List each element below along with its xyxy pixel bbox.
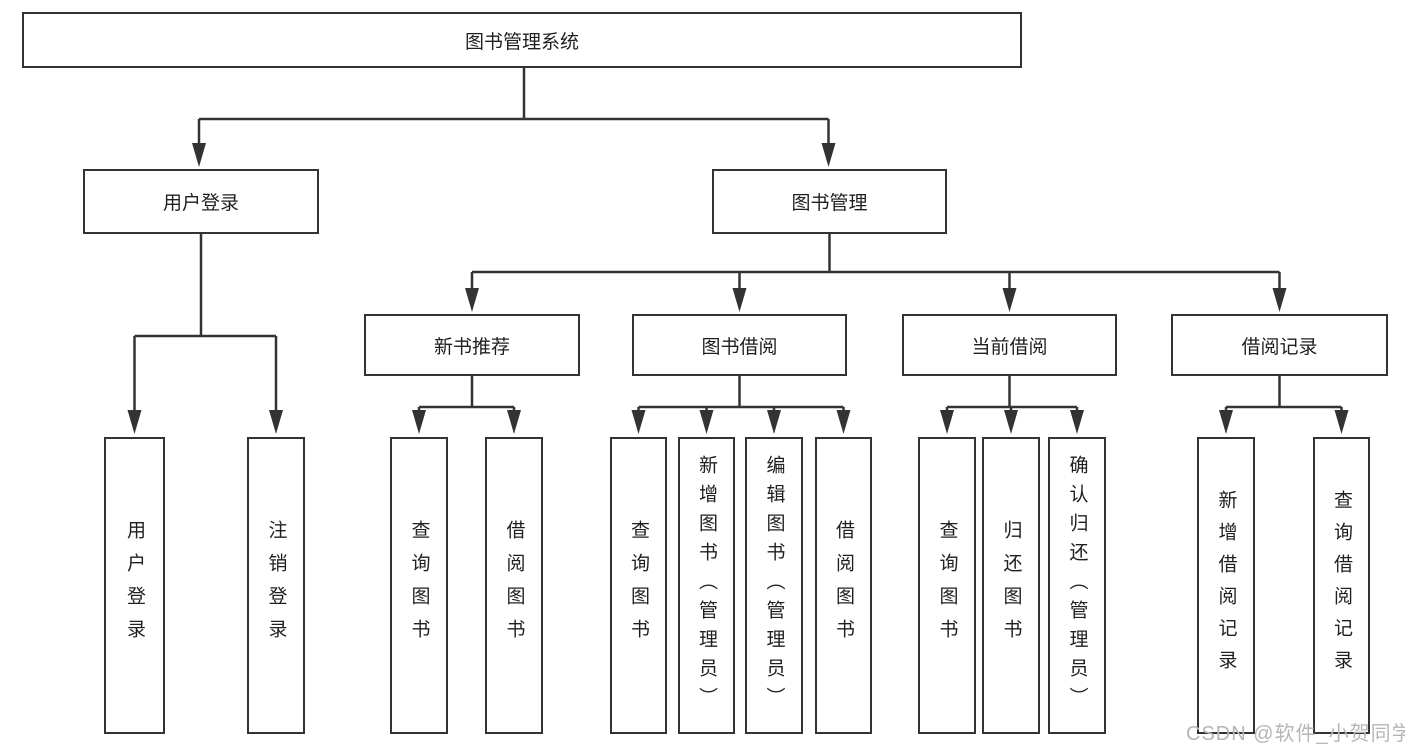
leaf-edit-books-admin-label: 编辑图书（管理员） [763, 455, 785, 716]
arrowhead [1272, 288, 1287, 312]
leaf-query-books-current-label: 查询图书 [936, 519, 958, 652]
leaf-return-books: 归还图书 [982, 437, 1040, 734]
arrowhead [732, 288, 747, 312]
node-current-borrowing: 当前借阅 [902, 314, 1117, 376]
connector-book-management-to-level3 [465, 234, 1287, 312]
node-new-book-recommendation: 新书推荐 [364, 314, 580, 376]
arrowhead [1070, 410, 1084, 434]
arrowhead [127, 410, 142, 434]
arrowhead [269, 410, 283, 434]
leaf-add-books-admin: 新增图书（管理员） [678, 437, 735, 734]
leaf-confirm-return-admin: 确认归还（管理员） [1048, 437, 1106, 734]
leaf-return-books-label: 归还图书 [1000, 519, 1022, 652]
connector-book-borrowing-to-children [631, 376, 851, 434]
leaf-query-books-recommend: 查询图书 [390, 437, 448, 734]
connector-current-borrowing-to-children [940, 376, 1084, 434]
arrowhead [699, 410, 714, 434]
arrowhead [836, 410, 851, 434]
node-user-login: 用户登录 [83, 169, 319, 234]
leaf-borrow-books-label: 借阅图书 [833, 519, 854, 652]
node-borrowing-records-label: 借阅记录 [1241, 336, 1318, 358]
arrowhead [1334, 410, 1349, 434]
leaf-add-borrow-record: 新增借阅记录 [1197, 437, 1255, 734]
arrowhead [412, 410, 426, 434]
leaf-query-books-current: 查询图书 [918, 437, 976, 734]
node-book-management: 图书管理 [712, 169, 947, 234]
arrowhead [767, 410, 781, 434]
node-root-system-label: 图书管理系统 [464, 31, 579, 53]
leaf-borrow-books-recommend: 借阅图书 [485, 437, 543, 734]
leaf-query-books-borrow: 查询图书 [610, 437, 667, 734]
arrowhead [507, 410, 521, 434]
watermark: CSDN @软件_小贺同学 [1186, 723, 1405, 745]
node-borrowing-records: 借阅记录 [1171, 314, 1388, 376]
node-root-system: 图书管理系统 [22, 12, 1022, 68]
leaf-query-borrow-record: 查询借阅记录 [1313, 437, 1370, 734]
arrowhead [1004, 410, 1018, 434]
leaf-add-books-admin-label: 新增图书（管理员） [696, 455, 717, 716]
leaf-query-books-recommend-label: 查询图书 [408, 519, 430, 652]
leaf-borrow-books: 借阅图书 [815, 437, 872, 734]
connector-borrowing-records-to-children [1219, 376, 1349, 434]
leaf-edit-books-admin: 编辑图书（管理员） [745, 437, 803, 734]
leaf-user-login: 用户登录 [104, 437, 165, 734]
node-book-management-label: 图书管理 [791, 193, 868, 214]
leaf-logout-label: 注销登录 [265, 519, 287, 652]
node-book-borrowing-label: 图书借阅 [701, 336, 778, 358]
arrowhead [192, 143, 206, 167]
leaf-confirm-return-admin-label: 确认归还（管理员） [1066, 455, 1088, 716]
arrowhead [940, 410, 954, 434]
arrowhead [1219, 410, 1233, 434]
connector-new-book-to-children [412, 376, 521, 434]
connector-root-to-level2 [192, 68, 836, 167]
leaf-logout: 注销登录 [247, 437, 305, 734]
node-new-book-recommendation-label: 新书推荐 [433, 336, 510, 358]
leaf-query-books-borrow-label: 查询图书 [628, 519, 649, 652]
node-current-borrowing-label: 当前借阅 [971, 336, 1048, 358]
leaf-add-borrow-record-label: 新增借阅记录 [1215, 489, 1237, 682]
leaf-borrow-books-recommend-label: 借阅图书 [503, 519, 525, 652]
connector-user-login-to-children [127, 234, 283, 434]
arrowhead [1002, 288, 1017, 312]
arrowhead [465, 288, 479, 312]
arrowhead [631, 410, 646, 434]
leaf-query-borrow-record-label: 查询借阅记录 [1331, 489, 1352, 682]
node-book-borrowing: 图书借阅 [632, 314, 847, 376]
node-user-login-label: 用户登录 [162, 193, 239, 214]
arrowhead [821, 143, 836, 167]
leaf-user-login-label: 用户登录 [124, 519, 145, 652]
